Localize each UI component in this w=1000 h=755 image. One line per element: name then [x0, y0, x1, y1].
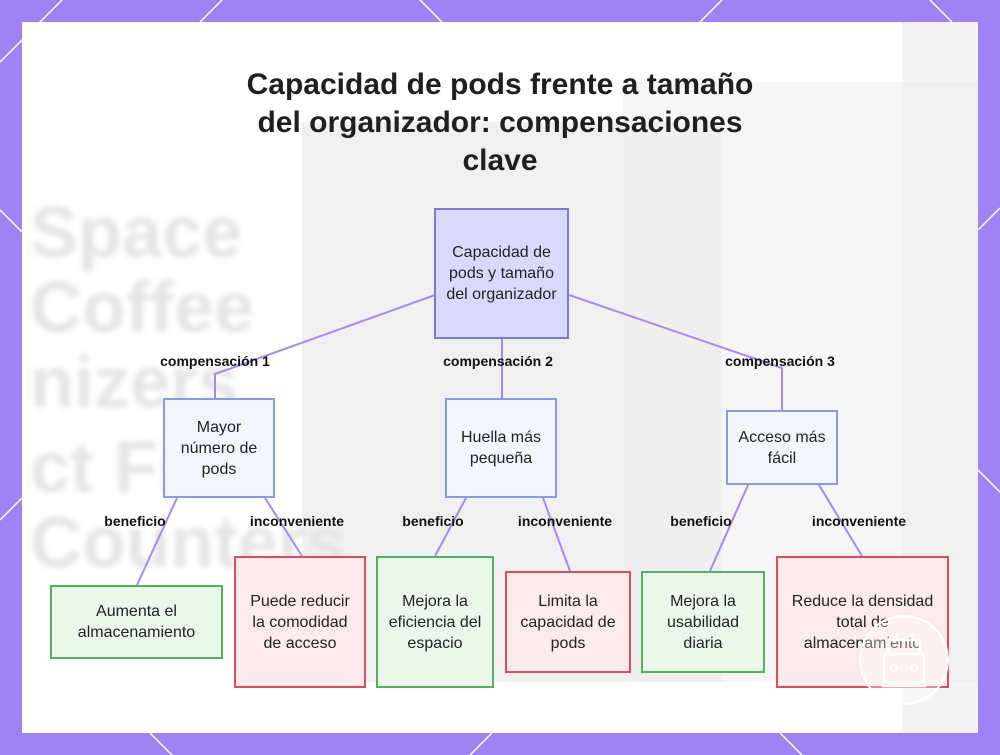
benefit-node-3[interactable]: Mejora la usabilidad diaria: [641, 571, 765, 673]
tradeoff-node-1[interactable]: Mayor número de pods: [163, 398, 275, 498]
edge-label-benefit-1: beneficio: [104, 513, 165, 529]
connector-tradeoff-2-drawback: [543, 498, 570, 571]
benefit-node-1[interactable]: Aumenta el almacenamiento: [50, 585, 223, 659]
root-node[interactable]: Capacidad de pods y tamaño del organizad…: [434, 208, 569, 339]
benefit-node-2[interactable]: Mejora la eficiencia del espacio: [376, 556, 494, 688]
diagram-card: Space Coffee nizers ct Fit Counters Capa…: [22, 22, 978, 733]
edge-label-drawback-2: inconveniente: [518, 513, 612, 529]
connector-root-to-tradeoff-1: [215, 295, 435, 400]
edge-label-tradeoff-1: compensación 1: [160, 353, 270, 369]
drawback-node-2[interactable]: Limita la capacidad de pods: [505, 571, 631, 673]
coffee-machine-logo-icon: [858, 614, 950, 706]
tradeoff-node-3[interactable]: Acceso más fácil: [726, 410, 838, 485]
edge-label-benefit-2: beneficio: [402, 513, 463, 529]
connector-tradeoff-1-benefit: [137, 498, 177, 585]
edge-label-tradeoff-2: compensación 2: [443, 353, 553, 369]
tradeoff-node-2[interactable]: Huella más pequeña: [445, 398, 557, 498]
edge-label-benefit-3: beneficio: [670, 513, 731, 529]
edge-label-tradeoff-3: compensación 3: [725, 353, 835, 369]
edge-label-drawback-3: inconveniente: [812, 513, 906, 529]
edge-label-drawback-1: inconveniente: [250, 513, 344, 529]
drawback-node-1[interactable]: Puede reducir la comodidad de acceso: [234, 556, 366, 688]
